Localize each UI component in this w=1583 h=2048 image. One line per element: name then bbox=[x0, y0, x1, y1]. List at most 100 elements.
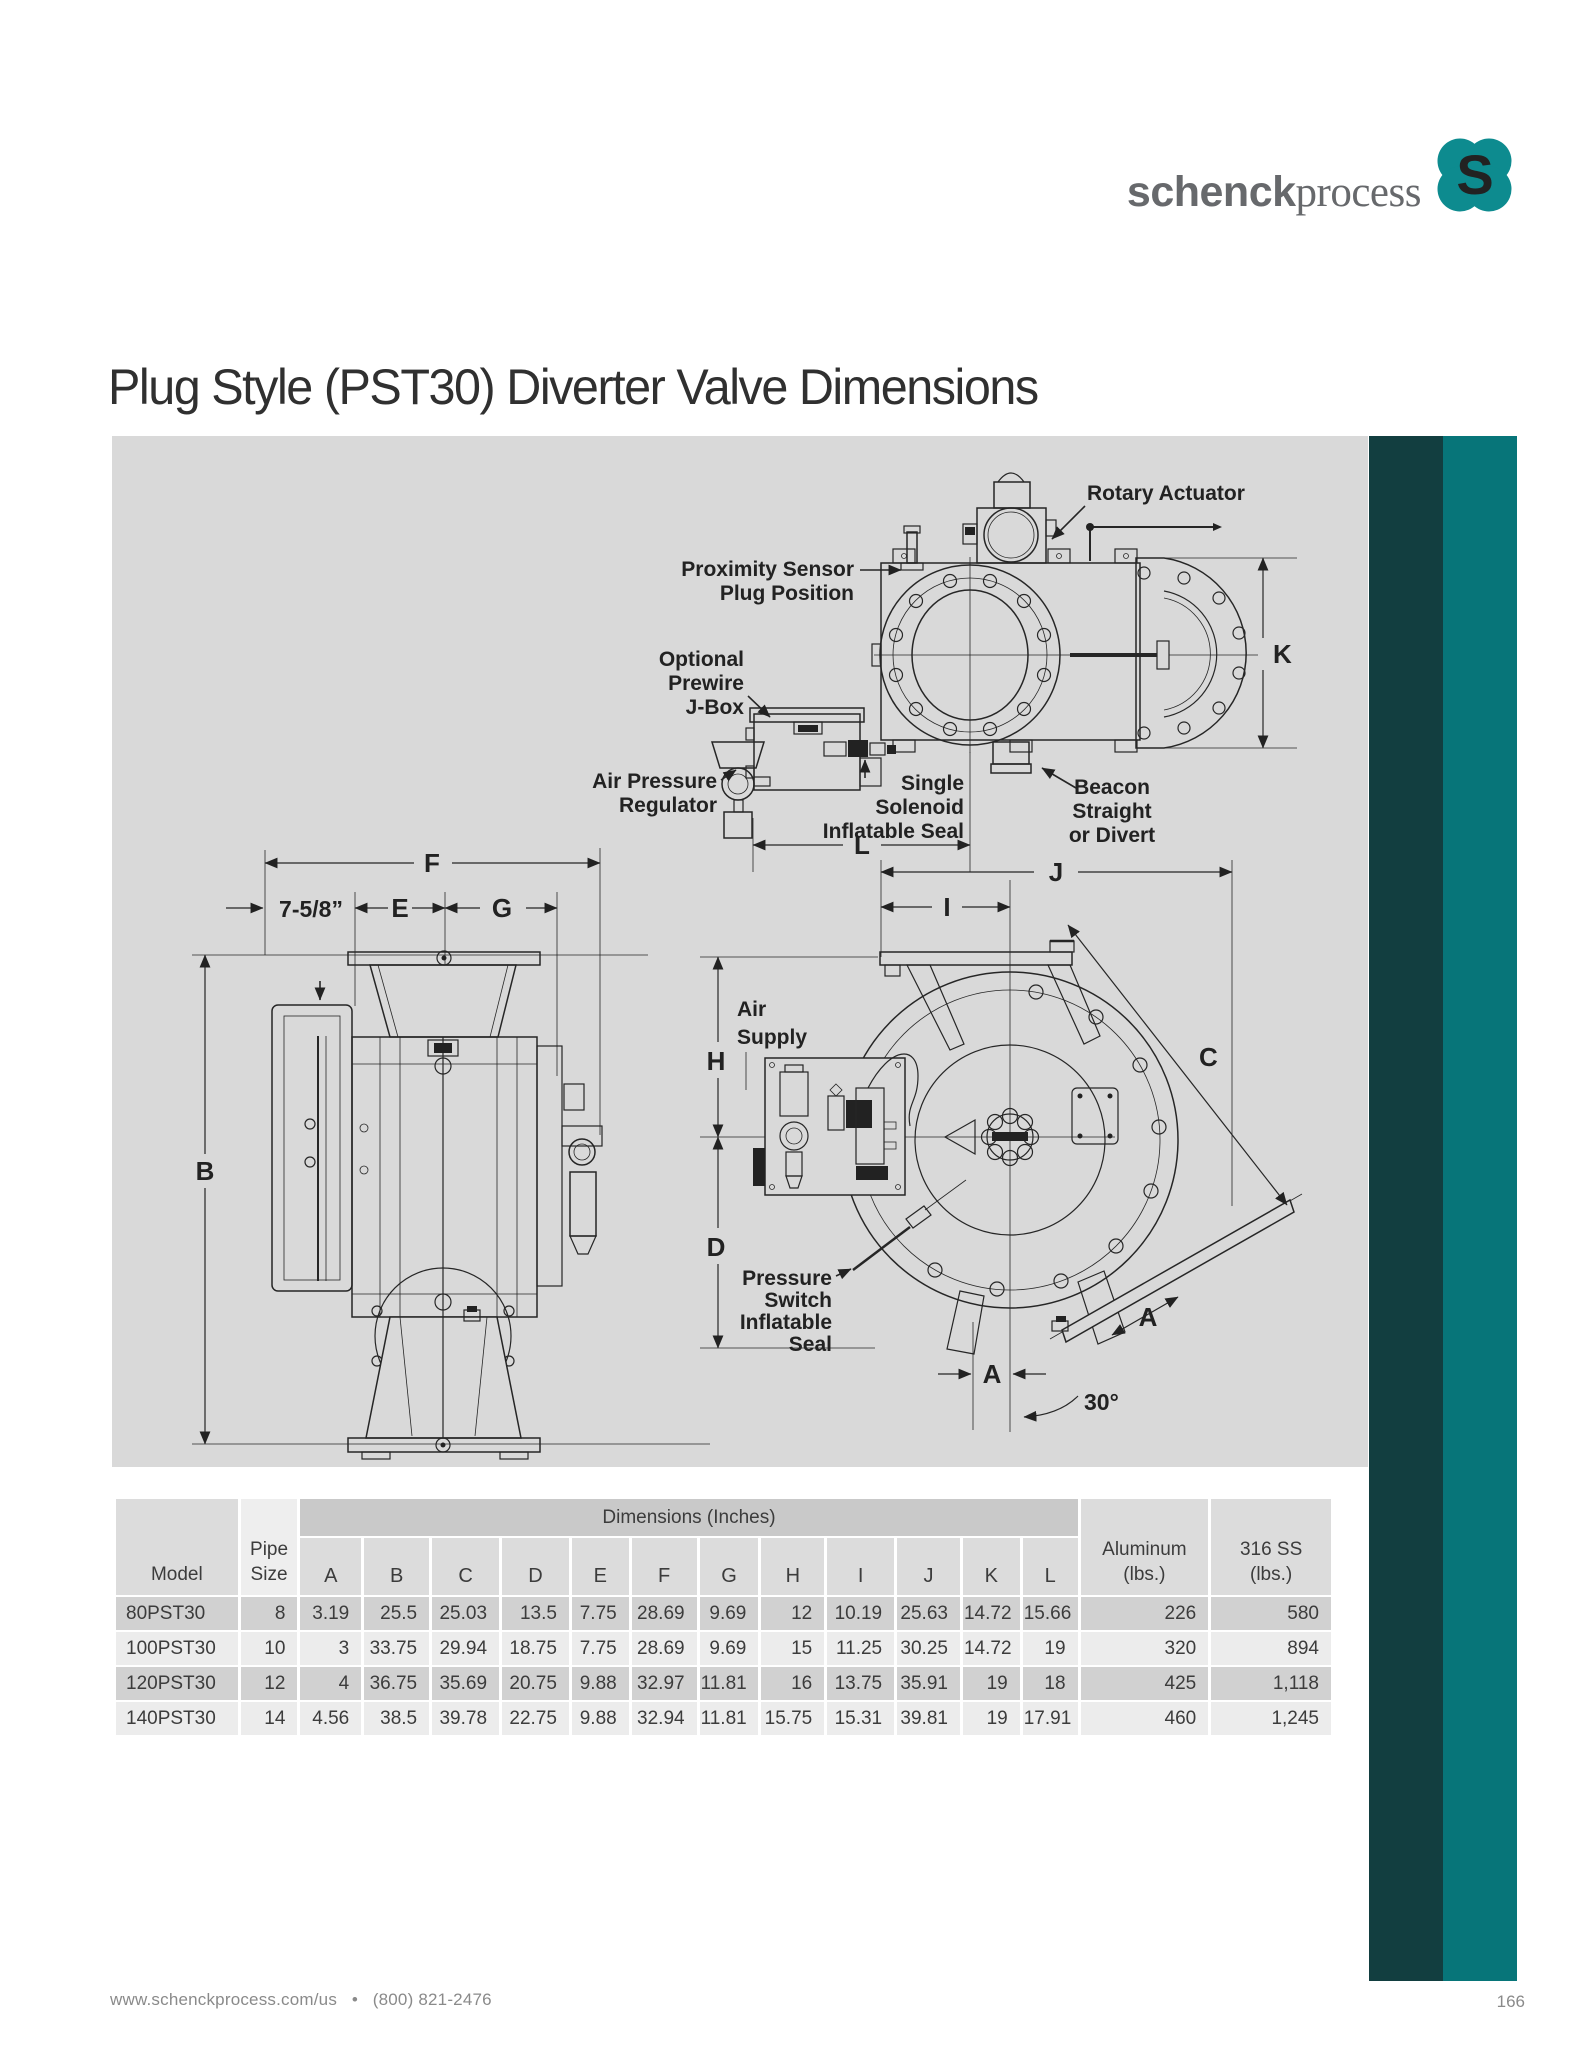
brand-icon-letter: S bbox=[1456, 143, 1493, 206]
col-header-dim-H: H bbox=[761, 1538, 825, 1595]
footer: www.schenckprocess.com/us • (800) 821-24… bbox=[110, 1990, 492, 2010]
cell-dim-I: 15.31 bbox=[827, 1702, 895, 1735]
cell-dim-E: 7.75 bbox=[571, 1597, 629, 1630]
col-header-dim-F: F bbox=[631, 1538, 697, 1595]
cell-dim-F: 28.69 bbox=[631, 1597, 697, 1630]
dim-D: D bbox=[707, 1232, 726, 1262]
callout-air-supply-1: Air bbox=[737, 998, 766, 1021]
cell-pipe-size: 8 bbox=[240, 1597, 298, 1630]
span-header-dimensions: Dimensions (Inches) bbox=[300, 1499, 1078, 1536]
cell-dim-B: 36.75 bbox=[364, 1667, 430, 1700]
col-header-316ss: 316 SS (lbs.) bbox=[1211, 1499, 1331, 1595]
callout-air-supply-2: Supply bbox=[737, 1026, 807, 1049]
dim-angle: 30° bbox=[1084, 1389, 1119, 1415]
cell-aluminum: 226 bbox=[1080, 1597, 1209, 1630]
cell-dim-G: 11.81 bbox=[699, 1702, 759, 1735]
callout-airreg-1: Air Pressure bbox=[592, 770, 717, 793]
side-bar-dark bbox=[1369, 436, 1443, 1981]
footer-bullet: • bbox=[351, 1990, 358, 2009]
cell-dim-D: 20.75 bbox=[502, 1667, 569, 1700]
cell-dim-L: 18 bbox=[1022, 1667, 1078, 1700]
cell-dim-E: 9.88 bbox=[571, 1667, 629, 1700]
cell-dim-C: 29.94 bbox=[432, 1632, 500, 1665]
cell-316ss: 894 bbox=[1211, 1632, 1331, 1665]
callout-jbox-2: Prewire bbox=[668, 672, 744, 695]
brand-light: process bbox=[1295, 169, 1422, 216]
dim-I: I bbox=[943, 892, 950, 922]
cell-316ss: 580 bbox=[1211, 1597, 1331, 1630]
cell-model: 100PST30 bbox=[116, 1632, 238, 1665]
callout-jbox-3: J-Box bbox=[686, 696, 745, 719]
dim-E: E bbox=[391, 893, 408, 923]
side-view: F 7-5/8” E G B bbox=[192, 848, 710, 1460]
cell-316ss: 1,245 bbox=[1211, 1702, 1331, 1735]
callout-proximity-1: Proximity Sensor bbox=[681, 558, 854, 581]
callout-beacon-3: or Divert bbox=[1069, 824, 1155, 847]
cell-dim-G: 11.81 bbox=[699, 1667, 759, 1700]
cell-dim-J: 35.91 bbox=[897, 1667, 960, 1700]
cell-model: 120PST30 bbox=[116, 1667, 238, 1700]
cell-dim-J: 39.81 bbox=[897, 1702, 960, 1735]
cell-dim-A: 3.19 bbox=[300, 1597, 362, 1630]
cell-dim-D: 18.75 bbox=[502, 1632, 569, 1665]
dim-A: A bbox=[983, 1359, 1002, 1389]
cell-dim-K: 14.72 bbox=[962, 1597, 1020, 1630]
cell-pipe-size: 10 bbox=[240, 1632, 298, 1665]
cell-pipe-size: 12 bbox=[240, 1667, 298, 1700]
cell-dim-H: 15 bbox=[761, 1632, 825, 1665]
dim-J: J bbox=[1049, 857, 1063, 887]
page-number: 166 bbox=[1496, 1992, 1525, 2011]
callout-beacon-2: Straight bbox=[1072, 800, 1151, 823]
callout-pressure-switch-4: Seal bbox=[789, 1333, 832, 1356]
dim-seven: 7-5/8” bbox=[279, 896, 343, 922]
cell-dim-K: 19 bbox=[962, 1702, 1020, 1735]
callout-beacon-1: Beacon bbox=[1074, 776, 1150, 799]
cell-dim-D: 22.75 bbox=[502, 1702, 569, 1735]
diagram-panel: K L Rotary Actuator Proximity Sensor Plu… bbox=[112, 436, 1368, 1467]
plan-view: J I bbox=[700, 857, 1303, 1432]
callout-pressure-switch-1: Pressure bbox=[742, 1267, 832, 1290]
cell-dim-J: 30.25 bbox=[897, 1632, 960, 1665]
dim-K: K bbox=[1273, 639, 1292, 669]
footer-url: www.schenckprocess.com/us bbox=[110, 1990, 338, 2009]
col-header-dim-A: A bbox=[300, 1538, 362, 1595]
valve-drawing: K L Rotary Actuator Proximity Sensor Plu… bbox=[192, 472, 1303, 1460]
cell-dim-B: 33.75 bbox=[364, 1632, 430, 1665]
dim-A2: A bbox=[1139, 1302, 1158, 1332]
cell-dim-G: 9.69 bbox=[699, 1632, 759, 1665]
cell-dim-B: 38.5 bbox=[364, 1702, 430, 1735]
cell-dim-H: 16 bbox=[761, 1667, 825, 1700]
dim-L: L bbox=[854, 830, 870, 860]
cell-dim-I: 10.19 bbox=[827, 1597, 895, 1630]
cell-model: 80PST30 bbox=[116, 1597, 238, 1630]
cell-dim-A: 4 bbox=[300, 1667, 362, 1700]
callout-solenoid-1: Single bbox=[901, 772, 964, 795]
cell-dim-A: 4.56 bbox=[300, 1702, 362, 1735]
cell-dim-G: 9.69 bbox=[699, 1597, 759, 1630]
cell-dim-I: 11.25 bbox=[827, 1632, 895, 1665]
callout-pressure-switch-2: Switch bbox=[764, 1289, 832, 1312]
cell-dim-A: 3 bbox=[300, 1632, 362, 1665]
cell-dim-C: 25.03 bbox=[432, 1597, 500, 1630]
brand-bold: schenck bbox=[1126, 168, 1296, 216]
page-title: Plug Style (PST30) Diverter Valve Dimens… bbox=[108, 359, 1039, 415]
cell-dim-F: 32.97 bbox=[631, 1667, 697, 1700]
cell-dim-L: 15.66 bbox=[1022, 1597, 1078, 1630]
col-header-pipe-size: Pipe Size bbox=[240, 1499, 298, 1595]
cell-dim-L: 19 bbox=[1022, 1632, 1078, 1665]
cell-dim-B: 25.5 bbox=[364, 1597, 430, 1630]
side-bar-light bbox=[1443, 436, 1517, 1981]
col-header-dim-G: G bbox=[699, 1538, 759, 1595]
callout-jbox-1: Optional bbox=[659, 648, 744, 671]
dim-G: G bbox=[492, 893, 512, 923]
brand-clover-icon: S bbox=[1437, 138, 1512, 212]
col-header-dim-K: K bbox=[962, 1538, 1020, 1595]
col-header-dim-L: L bbox=[1022, 1538, 1078, 1595]
cell-aluminum: 460 bbox=[1080, 1702, 1209, 1735]
cell-dim-C: 35.69 bbox=[432, 1667, 500, 1700]
callout-airreg-2: Regulator bbox=[619, 794, 717, 817]
